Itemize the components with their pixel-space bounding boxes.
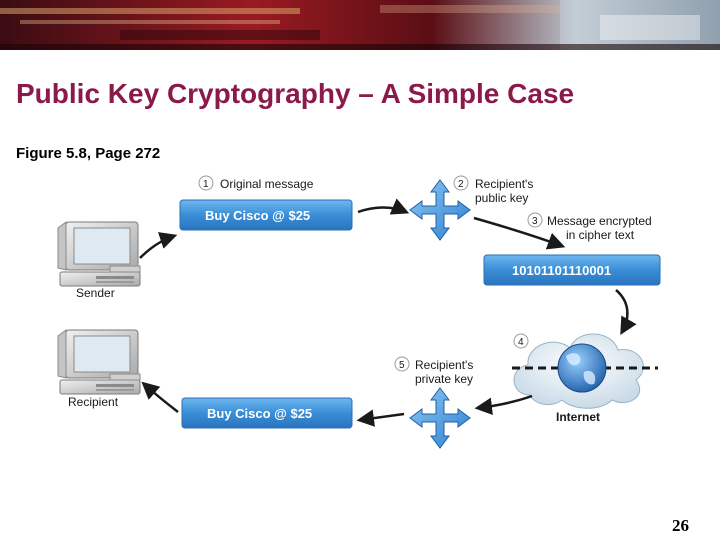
decrypted-message-bar: Buy Cisco @ $25: [181, 397, 353, 429]
slide-title: Public Key Cryptography – A Simple Case: [16, 78, 575, 109]
step-1-number: 1: [203, 179, 209, 190]
step-5-text-line2: private key: [415, 372, 473, 386]
arrow-message-to-recipient: [141, 381, 179, 413]
sender-computer: Sender: [57, 221, 141, 300]
arrow-private-key-to-message: [356, 409, 405, 427]
step-2-text-line2: public key: [475, 191, 528, 205]
step-5: 5 Recipient's private key: [394, 356, 473, 386]
step-1-text: Original message: [220, 177, 314, 191]
step-1: 1 Original message: [198, 175, 314, 191]
step-5-text-line1: Recipient's: [415, 358, 473, 372]
arrow-sender-to-message: [139, 232, 178, 259]
cipher-text: 10101101110001: [512, 263, 611, 278]
step-2-text-line1: Recipient's: [475, 177, 533, 191]
header-banner: [0, 0, 720, 50]
figure-reference: Figure 5.8, Page 272: [16, 145, 161, 162]
step-3-number: 3: [532, 216, 538, 227]
arrow-cipher-to-internet: [615, 289, 637, 336]
public-key-icon: [409, 179, 471, 241]
decrypted-message-text: Buy Cisco @ $25: [207, 406, 312, 421]
arrow-message-to-public-key: [357, 198, 410, 215]
sender-label: Sender: [76, 286, 115, 300]
original-message-text: Buy Cisco @ $25: [205, 208, 310, 223]
page-number: 26: [672, 516, 689, 535]
globe-icon: [557, 343, 607, 393]
internet-label: Internet: [556, 410, 600, 424]
step-3-text-line1: Message encrypted: [547, 214, 652, 228]
flow-arrows: [139, 198, 637, 427]
step-2: 2 Recipient's public key: [453, 175, 533, 205]
step-4: 4: [513, 333, 529, 349]
step-3-text-line2: in cipher text: [566, 228, 635, 242]
step-3: 3 Message encrypted in cipher text: [527, 212, 652, 242]
recipient-label: Recipient: [68, 395, 119, 409]
private-key-icon: [409, 387, 471, 449]
step-4-number: 4: [518, 337, 524, 348]
step-2-number: 2: [458, 179, 464, 190]
arrow-public-key-to-cipher: [473, 216, 566, 250]
original-message-bar: Buy Cisco @ $25: [179, 199, 353, 231]
arrow-internet-to-private-key: [474, 394, 533, 416]
internet-cloud: Internet: [512, 333, 658, 424]
cipher-text-bar: 10101101110001: [483, 254, 661, 286]
step-5-number: 5: [399, 360, 405, 371]
recipient-computer: Recipient: [57, 329, 141, 409]
